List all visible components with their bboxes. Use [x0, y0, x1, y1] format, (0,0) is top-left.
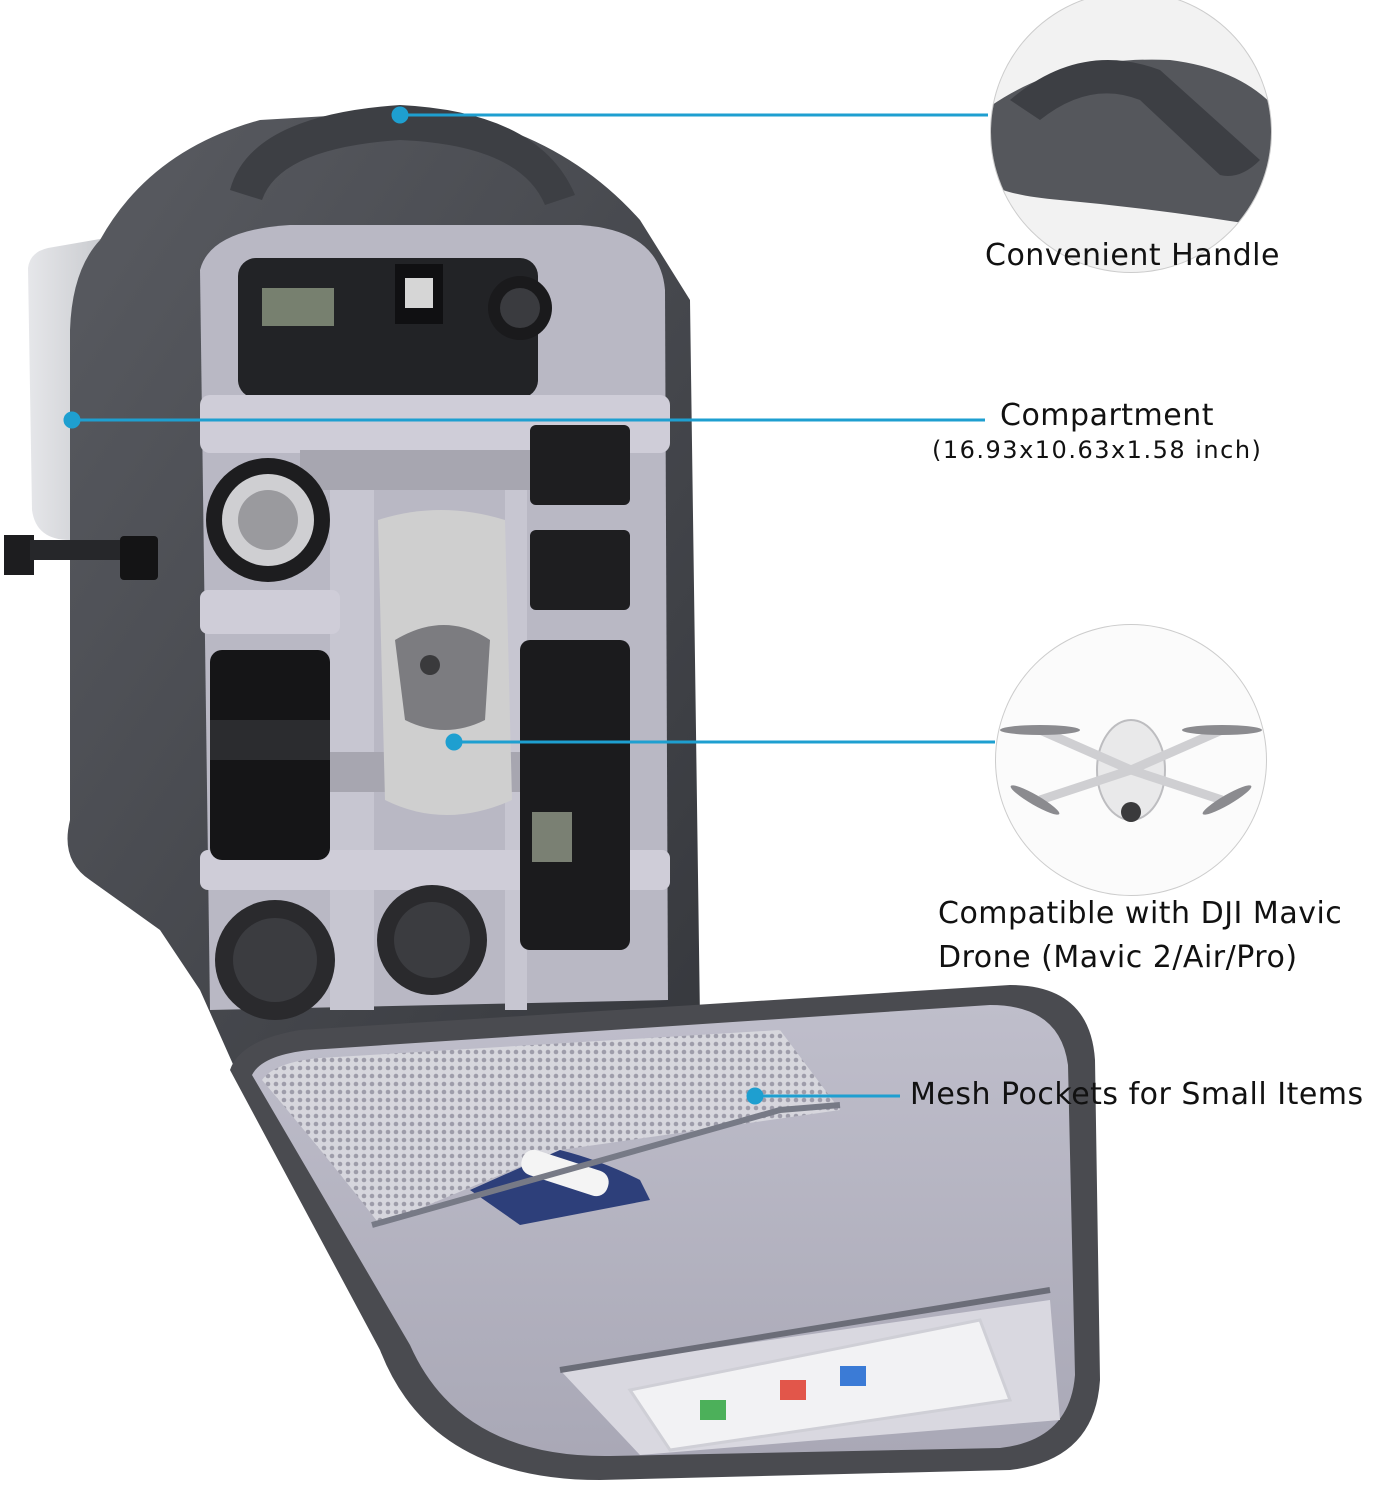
- handle-detail-circle: [990, 0, 1272, 273]
- battery: [530, 425, 630, 505]
- compartment-callout-title: Compartment: [1000, 398, 1215, 433]
- mesh-pocket: [262, 1030, 840, 1225]
- drone-callout-line2: Drone (Mavic 2/Air/Pro): [938, 940, 1298, 975]
- drone-callout-line1: Compatible with DJI Mavic: [938, 896, 1343, 931]
- mesh-callout-title: Mesh Pockets for Small Items: [910, 1077, 1364, 1112]
- velcro-strap: [300, 450, 530, 490]
- buckle: [120, 536, 158, 580]
- camera-body: [238, 258, 538, 398]
- handle-callout-title: Convenient Handle: [985, 238, 1280, 273]
- callout-lines: [63, 106, 995, 1105]
- strap-left: [4, 535, 34, 575]
- flash: [520, 640, 630, 950]
- drone-detail-circle: [995, 624, 1267, 896]
- handle-shape: [230, 105, 575, 205]
- compartment-callout-dimensions: (16.93x10.63x1.58 inch): [932, 436, 1263, 464]
